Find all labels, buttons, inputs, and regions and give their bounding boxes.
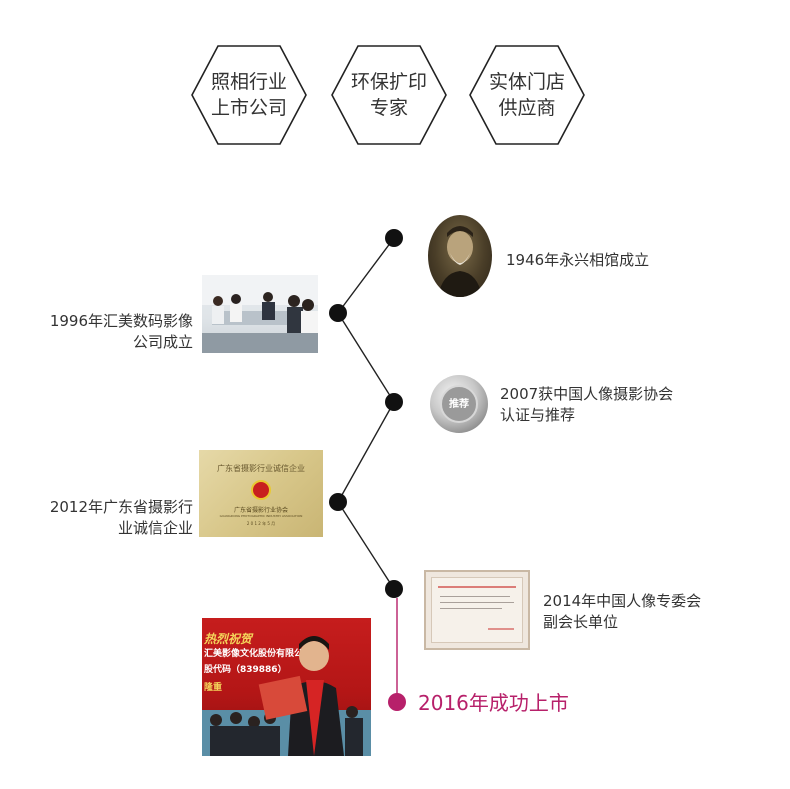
medal-text: 推荐 bbox=[449, 399, 469, 410]
plaque-org-en: GUANGDONG PHOTOGRAPHIC INDUSTRY ASSOCIAT… bbox=[219, 514, 303, 518]
timeline-dot-2014 bbox=[385, 580, 403, 598]
badge-listed-company: 照相行业 上市公司 bbox=[190, 44, 308, 146]
banner-line4: 隆重 bbox=[204, 683, 223, 693]
badge-line2: 供应商 bbox=[498, 97, 556, 119]
timeline-dot-1946 bbox=[385, 229, 403, 247]
event-2007-line1: 2007获中国人像摄影协会 bbox=[500, 385, 674, 403]
event-1996-line2: 公司成立 bbox=[132, 333, 193, 351]
integrity-plaque-image: 广东省摄影行业诚信企业 广东省摄影行业协会 GUANGDONG PHOTOGRA… bbox=[199, 450, 323, 537]
event-1946-label: 1946年永兴相馆成立 bbox=[506, 251, 650, 269]
certificate-text-line bbox=[440, 608, 502, 609]
badge-line1: 环保扩印 bbox=[350, 71, 427, 93]
plaque-org: 广东省摄影行业协会 bbox=[233, 507, 288, 514]
event-1996-label: 1996年汇美数码影像 公司成立 bbox=[50, 311, 193, 353]
event-2016-label: 2016年成功上市 bbox=[418, 691, 569, 715]
banner-line3: 股代码（839886） bbox=[204, 665, 287, 675]
timeline-dot-1996 bbox=[329, 304, 347, 322]
badge-line2: 上市公司 bbox=[210, 97, 287, 119]
medal-inner bbox=[440, 385, 478, 423]
event-2012-label: 2012年广东省摄影行 业诚信企业 bbox=[50, 497, 193, 539]
certificate-text-line bbox=[440, 602, 514, 603]
hexagon-frame bbox=[191, 45, 307, 145]
event-2014-label: 2014年中国人像专委会 副会长单位 bbox=[543, 591, 701, 633]
badge-store-supplier: 实体门店 供应商 bbox=[468, 44, 586, 146]
hexagon-frame bbox=[469, 45, 585, 145]
certificate-inner bbox=[431, 577, 523, 643]
office-meeting-image bbox=[202, 275, 318, 353]
badge-eco-printing: 环保扩印 专家 bbox=[330, 44, 448, 146]
timeline-dot-2012 bbox=[329, 493, 347, 511]
badge-line1: 照相行业 bbox=[210, 71, 287, 93]
timeline-dot-2007 bbox=[385, 393, 403, 411]
listing-ceremony-image: 热烈祝贺 汇美影像文化股份有限公司 股代码（839886） 隆重 bbox=[202, 618, 371, 756]
plaque-date: 2 0 1 2 年 5 月 bbox=[246, 521, 276, 526]
certificate-stamp-icon bbox=[488, 628, 514, 630]
timeline-dot-2016 bbox=[388, 693, 406, 711]
recommendation-medal-image: 推荐 bbox=[430, 375, 488, 433]
event-1996-line1: 1996年汇美数码影像 bbox=[49, 312, 193, 330]
plaque-title: 广东省摄影行业诚信企业 bbox=[217, 464, 305, 473]
founder-portrait-image bbox=[428, 215, 492, 297]
ceremony-people bbox=[202, 636, 371, 756]
event-2012-line1: 2012年广东省摄影行 bbox=[49, 498, 193, 516]
event-2014-line1: 2014年中国人像专委会 bbox=[543, 592, 702, 610]
certificate-image bbox=[424, 570, 530, 650]
badge-line1: 实体门店 bbox=[488, 71, 565, 93]
badge-line2: 专家 bbox=[369, 97, 408, 119]
event-2014-line2: 副会长单位 bbox=[543, 613, 619, 631]
portrait-figure bbox=[438, 226, 482, 297]
event-2012-line2: 业诚信企业 bbox=[117, 519, 193, 537]
event-2007-line2: 认证与推荐 bbox=[500, 406, 576, 424]
plaque-logo-icon bbox=[251, 480, 271, 500]
meeting-scene bbox=[202, 275, 318, 353]
banner-line2: 汇美影像文化股份有限公司 bbox=[204, 649, 313, 659]
banner-line1: 热烈祝贺 bbox=[204, 632, 253, 646]
hexagon-frame bbox=[331, 45, 447, 145]
certificate-heading-line bbox=[438, 586, 516, 588]
certificate-text-line bbox=[440, 596, 510, 597]
event-2007-label: 2007获中国人像摄影协会 认证与推荐 bbox=[500, 384, 673, 426]
